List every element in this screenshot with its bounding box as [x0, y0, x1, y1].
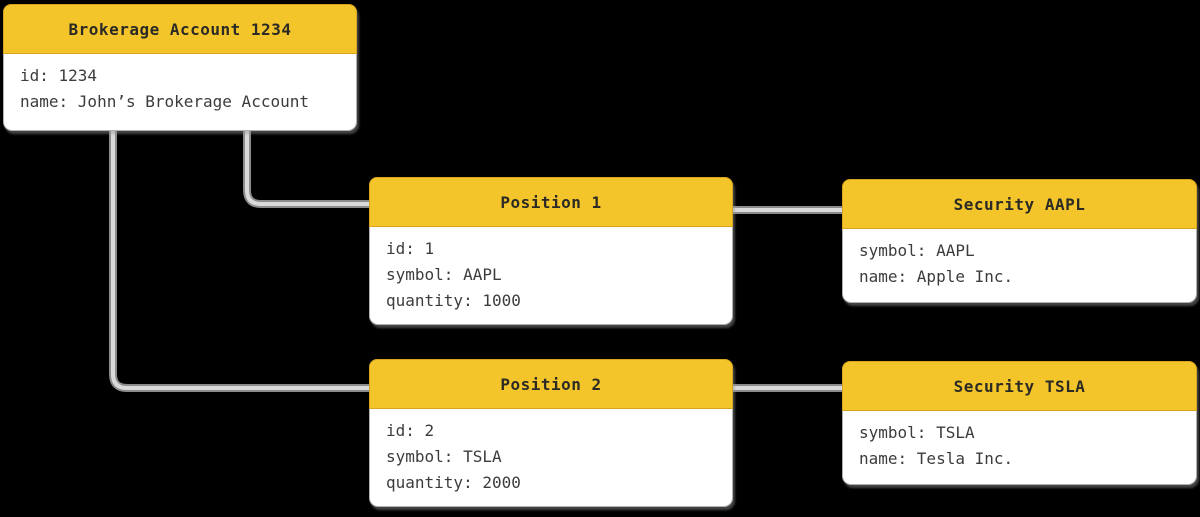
entity-node-security-tsla: Security TSLA symbol: TSLA name: Tesla I…	[842, 361, 1197, 485]
field-line-name: name: John’s Brokerage Account	[20, 92, 309, 111]
node-header: Security TSLA	[842, 361, 1197, 411]
connector-account-position2	[109, 126, 376, 392]
field-line-name: name: Apple Inc.	[859, 267, 1014, 286]
field-line-symbol: symbol: TSLA	[386, 447, 502, 466]
field-line-symbol: symbol: AAPL	[859, 241, 975, 260]
node-body: id: 1234 name: John’s Brokerage Account	[4, 54, 356, 123]
node-header: Position 2	[369, 359, 733, 409]
field-line-symbol: symbol: TSLA	[859, 423, 975, 442]
entity-node-security-aapl: Security AAPL symbol: AAPL name: Apple I…	[842, 179, 1197, 303]
node-title: Security AAPL	[953, 194, 1086, 214]
node-title: Security TSLA	[953, 376, 1086, 396]
field-line-id: id: 2	[386, 421, 435, 440]
field-line-symbol: symbol: AAPL	[386, 265, 502, 284]
node-body: id: 1 symbol: AAPL quantity: 1000	[370, 227, 732, 322]
field-line-quantity: quantity: 2000	[386, 473, 521, 492]
node-header: Security AAPL	[842, 179, 1197, 229]
node-body: symbol: TSLA name: Tesla Inc.	[843, 411, 1196, 480]
node-header: Brokerage Account 1234	[3, 4, 357, 54]
field-line-id: id: 1234	[20, 66, 98, 85]
field-line-name: name: Tesla Inc.	[859, 449, 1014, 468]
entity-node-brokerage-account: Brokerage Account 1234 id: 1234 name: Jo…	[3, 4, 357, 131]
node-title: Brokerage Account 1234	[68, 19, 292, 39]
field-line-quantity: quantity: 1000	[386, 291, 521, 310]
node-title: Position 2	[500, 374, 602, 394]
entity-node-position-1: Position 1 id: 1 symbol: AAPL quantity: …	[369, 177, 733, 325]
entity-node-position-2: Position 2 id: 2 symbol: TSLA quantity: …	[369, 359, 733, 507]
node-body: symbol: AAPL name: Apple Inc.	[843, 229, 1196, 298]
node-header: Position 1	[369, 177, 733, 227]
connector-account-position1	[243, 126, 376, 208]
node-title: Position 1	[500, 192, 602, 212]
field-line-id: id: 1	[386, 239, 435, 258]
node-body: id: 2 symbol: TSLA quantity: 2000	[370, 409, 732, 504]
